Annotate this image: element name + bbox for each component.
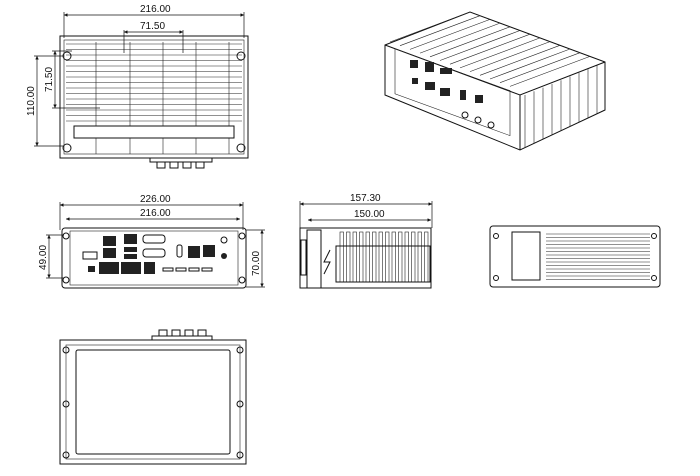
dim-top-hole-spacing-y: 71.50 bbox=[44, 67, 55, 92]
fin bbox=[439, 30, 521, 61]
fin bbox=[399, 15, 481, 46]
side-heatsink-fins bbox=[335, 231, 431, 283]
side-view: 157.30 150.00 bbox=[299, 193, 433, 289]
fin bbox=[459, 37, 541, 69]
fin bbox=[385, 231, 390, 283]
fin bbox=[469, 41, 551, 72]
fin bbox=[424, 231, 429, 283]
fin bbox=[335, 245, 431, 283]
fin bbox=[411, 231, 416, 283]
fin bbox=[346, 231, 351, 283]
dim-front-mount-height: 49.00 bbox=[38, 245, 49, 270]
heatsink-fins bbox=[66, 42, 242, 154]
fin bbox=[499, 52, 581, 83]
iso-ports bbox=[410, 60, 495, 129]
front-io-ports bbox=[82, 234, 228, 274]
bottom-antenna-connectors bbox=[151, 329, 213, 341]
bottom-view bbox=[59, 329, 247, 465]
fin bbox=[352, 231, 357, 283]
dim-side-body-depth: 150.00 bbox=[354, 209, 385, 220]
fin bbox=[372, 231, 377, 283]
dim-top-hole-spacing-x: 71.50 bbox=[140, 21, 165, 32]
fin bbox=[378, 231, 383, 283]
antenna-connectors bbox=[149, 157, 213, 169]
fin bbox=[389, 11, 471, 43]
fin bbox=[409, 19, 491, 50]
rear-view bbox=[489, 225, 661, 288]
fin bbox=[429, 26, 511, 58]
fin bbox=[339, 231, 344, 283]
fin bbox=[489, 48, 571, 80]
fin bbox=[365, 231, 370, 283]
dim-front-overall-width: 226.00 bbox=[140, 194, 171, 205]
fin bbox=[419, 22, 501, 54]
dim-top-depth: 110.00 bbox=[26, 86, 37, 116]
front-view: 226.00 216.00 49.00 70.00 bbox=[38, 194, 265, 289]
dim-side-overall-depth: 157.30 bbox=[350, 193, 381, 204]
fin bbox=[417, 231, 422, 283]
fin bbox=[404, 231, 409, 283]
dim-front-height: 70.00 bbox=[251, 251, 262, 276]
fin bbox=[391, 231, 396, 283]
isometric-view bbox=[384, 11, 606, 151]
top-view: 216.00 71.50 71.50 110.00 bbox=[26, 4, 249, 169]
fin bbox=[479, 45, 561, 76]
fin bbox=[449, 33, 531, 65]
fin bbox=[359, 231, 364, 283]
fin bbox=[509, 56, 591, 87]
dim-front-body-width: 216.00 bbox=[140, 208, 171, 219]
dim-top-width: 216.00 bbox=[140, 4, 171, 15]
fin bbox=[398, 231, 403, 283]
top-view-outline bbox=[59, 35, 249, 159]
